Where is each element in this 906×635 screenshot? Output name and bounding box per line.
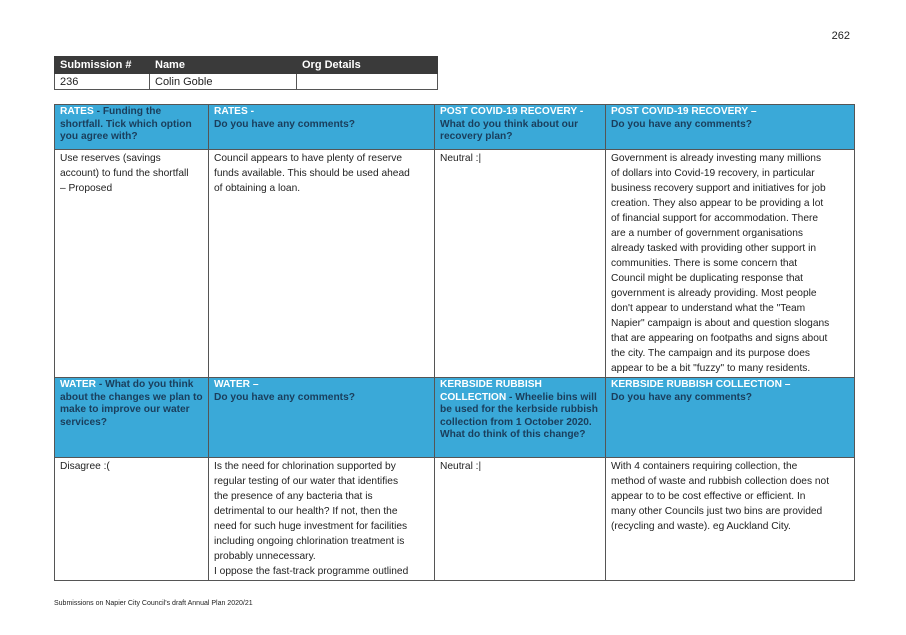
header-question: Do you have any comments? xyxy=(214,118,355,130)
text-line: method of waste and rubbish collection d… xyxy=(611,476,830,487)
covid-recovery-answer: Neutral :| xyxy=(434,149,606,378)
org-details xyxy=(296,73,438,90)
page-number: 262 xyxy=(831,30,850,42)
header-title: RATES - xyxy=(214,106,254,117)
text-line: the city. The campaign and its purpose d… xyxy=(611,348,810,359)
header-question: - Wheelie bins will be used for the kerb… xyxy=(440,391,598,441)
text-line: With 4 containers requiring collection, … xyxy=(611,461,798,472)
header-title: POST COVID-19 RECOVERY – xyxy=(611,106,757,117)
section-header-row: WATER - What do you think about the chan… xyxy=(54,377,855,458)
text-line: Napier" campaign is about and question s… xyxy=(611,318,830,329)
submitter-name: Colin Goble xyxy=(149,73,297,90)
text-line: don't appear to understand what the "Tea… xyxy=(611,303,806,314)
header-title: WATER xyxy=(60,379,97,390)
rates-comments-header: RATES - Do you have any comments? xyxy=(208,104,435,150)
page-footer: Submissions on Napier City Council's dra… xyxy=(54,600,253,607)
header-question: - What do you think about the changes we… xyxy=(60,379,203,428)
submission-header-row: Submission # Name Org Details xyxy=(54,56,438,74)
text-line: of financial support for accommodation. … xyxy=(611,213,819,224)
text-line: government is already providing. Most pe… xyxy=(611,288,817,299)
submission-table: Submission # Name Org Details 236 Colin … xyxy=(54,56,438,90)
text-line: regular testing of our water that identi… xyxy=(214,476,399,487)
text-line: (recycling and waste). eg Auckland City. xyxy=(611,521,791,532)
text-line: need for such huge investment for facili… xyxy=(214,521,408,532)
text-line: Neutral :| xyxy=(440,461,482,472)
section-response-row: Use reserves (savings account) to fund t… xyxy=(54,149,855,378)
water-comments-header: WATER – Do you have any comments? xyxy=(208,377,435,458)
section-response-row: Disagree :( Is the need for chlorination… xyxy=(54,457,855,581)
kerbside-rubbish-header: KERBSIDE RUBBISH COLLECTION - Wheelie bi… xyxy=(434,377,606,458)
header-question: - Funding the shortfall. Tick which opti… xyxy=(60,106,192,142)
text-line: of dollars into Covid-19 recovery, in pa… xyxy=(611,168,815,179)
text-line: Disagree :( xyxy=(60,461,110,472)
text-line: I oppose the fast-track programme outlin… xyxy=(214,566,409,577)
kerbside-rubbish-answer: Neutral :| xyxy=(434,457,606,581)
text-line: communities. There is some concern that xyxy=(611,258,798,269)
header-question: What do you think about our recovery pla… xyxy=(440,118,579,143)
water-changes-header: WATER - What do you think about the chan… xyxy=(54,377,209,458)
header-title: WATER – xyxy=(214,379,259,390)
text-line: that are appearing on footpaths and sign… xyxy=(611,333,828,344)
text-line: funds available. This should be used ahe… xyxy=(214,168,410,179)
text-line: the presence of any bacteria that is xyxy=(214,491,373,502)
header-title: RATES xyxy=(60,106,94,117)
section-header-row: RATES - Funding the shortfall. Tick whic… xyxy=(54,104,855,150)
text-line: Council might be duplicating response th… xyxy=(611,273,803,284)
text-line: are a number of government organisations xyxy=(611,228,803,239)
header-question: Do you have any comments? xyxy=(611,118,752,130)
text-line: detrimental to our health? If not, then … xyxy=(214,506,398,517)
text-line: account) to fund the shortfall xyxy=(60,168,189,179)
submission-number-header: Submission # xyxy=(54,56,150,74)
header-question: Do you have any comments? xyxy=(611,391,752,403)
name-header: Name xyxy=(149,56,297,74)
text-line: appear to be a bit "fuzzy" to many resid… xyxy=(611,363,811,374)
submission-responses-table: RATES - Funding the shortfall. Tick whic… xyxy=(54,104,855,581)
rates-comments-answer: Council appears to have plenty of reserv… xyxy=(208,149,435,378)
text-line: of obtaining a loan. xyxy=(214,183,301,194)
header-question: Do you have any comments? xyxy=(214,391,355,403)
text-line: already tasked with providing other supp… xyxy=(611,243,816,254)
submission-value-row: 236 Colin Goble xyxy=(54,73,438,90)
header-title: POST COVID-19 RECOVERY - xyxy=(440,106,584,117)
covid-recovery-header: POST COVID-19 RECOVERY - What do you thi… xyxy=(434,104,606,150)
text-line: Government is already investing many mil… xyxy=(611,153,822,164)
water-comments-answer: Is the need for chlorination supported b… xyxy=(208,457,435,581)
kerbside-comments-header: KERBSIDE RUBBISH COLLECTION – Do you hav… xyxy=(605,377,855,458)
text-line: appear to to be cost effective or effici… xyxy=(611,491,806,502)
header-title: KERBSIDE RUBBISH COLLECTION – xyxy=(611,379,791,390)
text-line: creation. They also appear to be providi… xyxy=(611,198,824,209)
text-line: Use reserves (savings xyxy=(60,153,161,164)
rates-funding-header: RATES - Funding the shortfall. Tick whic… xyxy=(54,104,209,150)
text-line: probably unnecessary. xyxy=(214,551,316,562)
text-line: Is the need for chlorination supported b… xyxy=(214,461,396,472)
rates-funding-answer: Use reserves (savings account) to fund t… xyxy=(54,149,209,378)
covid-comments-answer: Government is already investing many mil… xyxy=(605,149,855,378)
covid-comments-header: POST COVID-19 RECOVERY – Do you have any… xyxy=(605,104,855,150)
org-details-header: Org Details xyxy=(296,56,438,74)
text-line: Neutral :| xyxy=(440,153,482,164)
text-line: business recovery support and initiative… xyxy=(611,183,826,194)
header-title: KERBSIDE RUBBISH COLLECTION xyxy=(440,379,542,403)
submission-number: 236 xyxy=(54,73,150,90)
water-changes-answer: Disagree :( xyxy=(54,457,209,581)
text-line: many other Councils just two bins are pr… xyxy=(611,506,823,517)
kerbside-comments-answer: With 4 containers requiring collection, … xyxy=(605,457,855,581)
text-line: – Proposed xyxy=(60,183,113,194)
text-line: Council appears to have plenty of reserv… xyxy=(214,153,403,164)
text-line: including ongoing chlorination treatment… xyxy=(214,536,405,547)
